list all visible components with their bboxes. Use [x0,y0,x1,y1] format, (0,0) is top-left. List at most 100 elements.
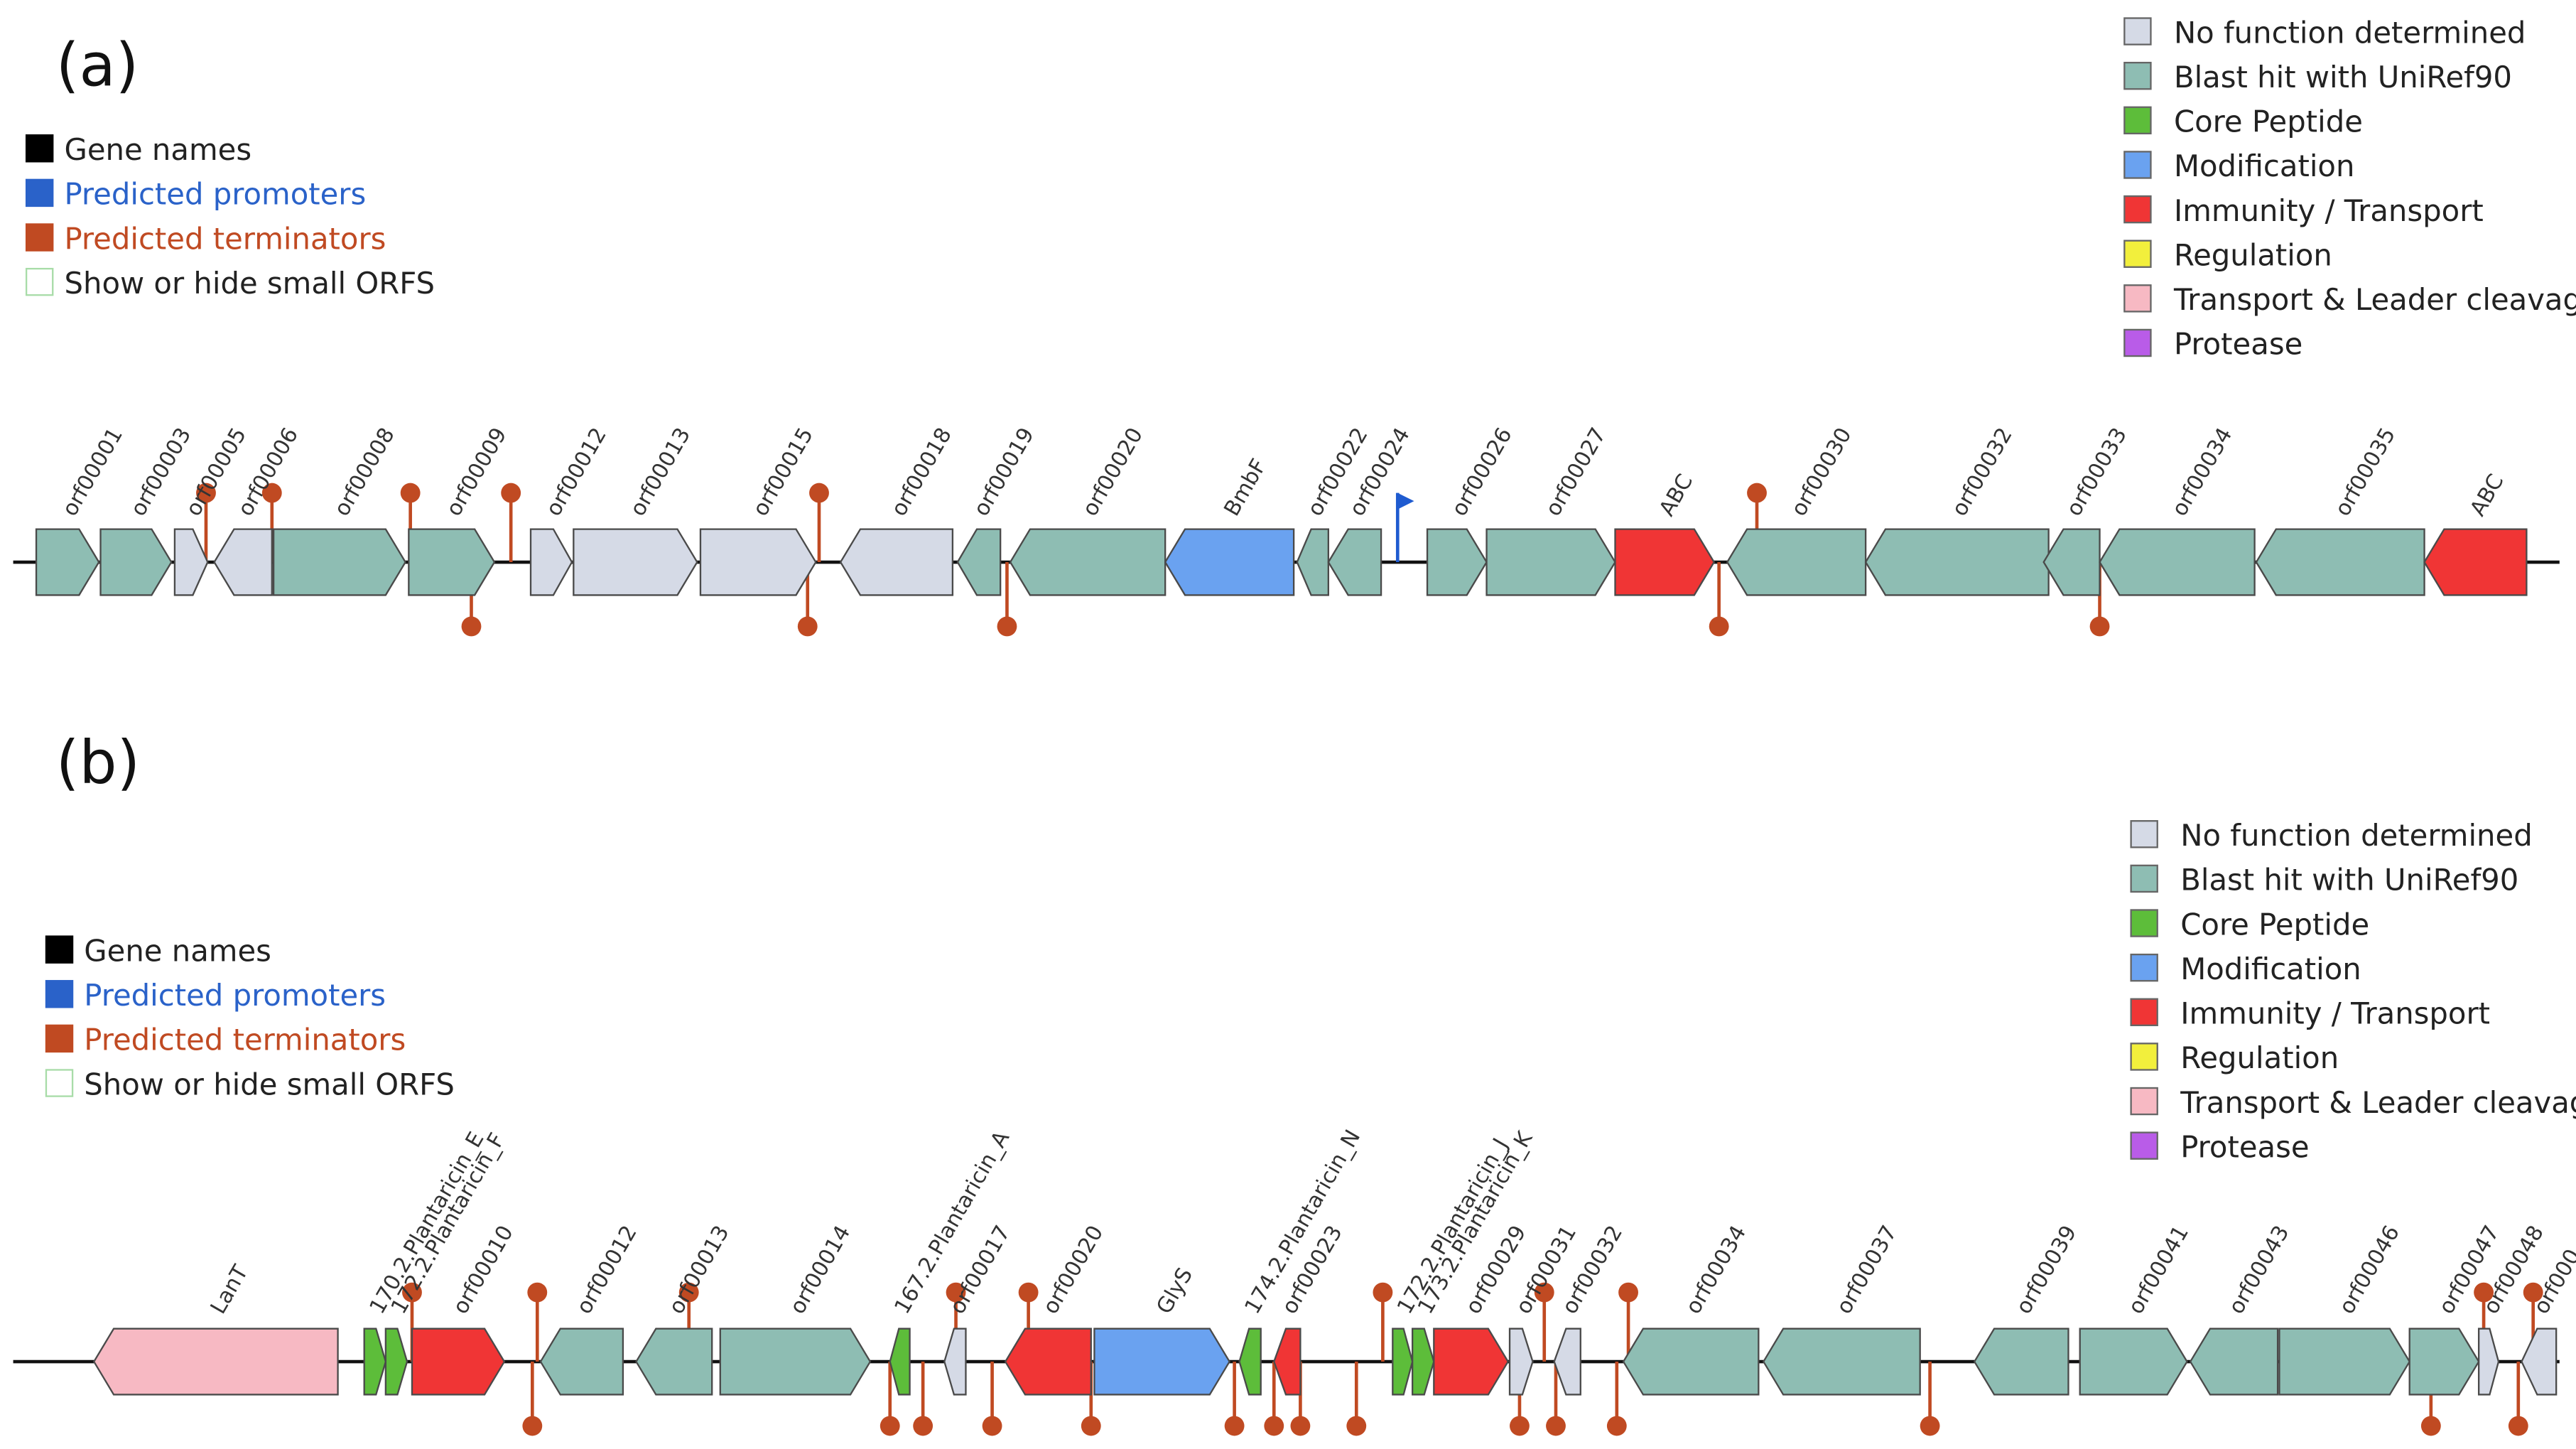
gene-arrow [1327,528,1382,596]
legend-swatch-0 [45,935,74,964]
gene-name-label: orf00014 [785,1222,855,1318]
category-swatch-2 [2130,909,2158,937]
gene-name-label: orf00013 [625,424,696,520]
terminator-marker [527,1282,548,1303]
terminator-marker [997,616,1017,637]
category-swatch-0 [2123,17,2152,45]
gene-arrow [956,528,1002,596]
category-swatch-4 [2130,998,2158,1027]
category-swatch-6 [2123,284,2152,313]
terminator-marker [461,616,482,637]
category-swatch-2 [2123,106,2152,135]
terminator-marker [261,483,282,503]
gene-arrow [35,528,100,596]
gene-arrow [411,1327,506,1396]
gene-name-label: orf00039 [2011,1222,2082,1318]
gene-name-label: orf00046 [2334,1222,2405,1318]
gene-arrow [889,1327,911,1396]
terminator-marker [913,1416,933,1436]
gene-arrow [2278,1327,2411,1396]
gene-name-label: orf00012 [572,1222,642,1318]
terminator-marker [400,483,421,503]
left-legend-label: Predicted promoters [64,177,366,212]
category-swatch-7 [2130,1131,2158,1160]
gene-arrow [573,528,698,596]
gene-name-label: orf00015 [748,424,818,520]
terminator-marker [1290,1416,1311,1436]
gene-name-label: ABC [1655,470,1698,520]
gene-arrow [1762,1327,1921,1396]
legend-swatch-2 [25,223,54,252]
panel-label-b: (b) [56,728,140,797]
category-legend-label: Core Peptide [2174,104,2363,139]
category-swatch-5 [2130,1043,2158,1071]
gene-name-label: orf00034 [1681,1222,1751,1318]
gene-name-label: orf00037 [1831,1222,1902,1318]
gene-arrow [1726,528,1867,596]
gene-arrow [408,528,496,596]
terminator-marker [678,1282,699,1303]
gene-arrow [1553,1327,1581,1396]
category-swatch-0 [2130,820,2158,849]
gene-name-label: orf00035 [2330,424,2401,520]
gene-arrow [1004,1327,1092,1396]
gene-arrow [1273,1327,1301,1396]
gene-arrow [1164,528,1295,596]
gene-arrow [2423,528,2528,596]
gene-arrow [1433,1327,1510,1396]
gene-arrow [363,1327,387,1396]
gene-arrow [699,528,817,596]
gene-arrow [2099,528,2256,596]
category-legend-label: Blast hit with UniRef90 [2180,863,2518,898]
terminator-marker [946,1282,966,1303]
gene-name-label: orf00026 [1447,424,1517,520]
gene-name-label: BmbF [1220,455,1272,520]
gene-name-label: orf00001 [58,424,128,520]
gene-arrow [1973,1327,2069,1396]
category-legend-label: Core Peptide [2180,907,2369,942]
gene-name-label: orf00027 [1541,424,1611,520]
gene-name-label: orf00012 [541,424,612,520]
category-legend-label: Protease [2174,327,2302,362]
terminator-marker [1534,1282,1554,1303]
gene-name-label: orf00010 [448,1222,519,1318]
terminator-marker [1618,1282,1638,1303]
legend-swatch-2 [45,1024,74,1053]
gene-name-label: LanT [206,1261,254,1318]
gene-name-label: GlyS [1152,1264,1198,1318]
gene-arrow [2042,528,2101,596]
terminator-marker [2420,1416,2441,1436]
category-swatch-6 [2130,1087,2158,1116]
terminator-marker [2523,1282,2543,1303]
gene-arrow [1864,528,2050,596]
promoter-flag [1397,492,1414,510]
terminator-marker [2474,1282,2494,1303]
terminator-marker [522,1416,543,1436]
terminator-marker [1709,616,1729,637]
gene-arrow [384,1327,408,1396]
gene-name-label: orf00030 [1787,424,1857,520]
gene-name-label: orf00008 [330,424,400,520]
gene-arrow [2189,1327,2279,1396]
gene-arrow [2408,1327,2480,1396]
gene-name-label: orf00013 [664,1222,735,1318]
category-legend-label: Immunity / Transport [2174,193,2484,228]
gene-arrow [1622,1327,1760,1396]
terminator-marker [982,1416,1002,1436]
gene-name-label: orf00020 [1038,1222,1108,1318]
gene-arrow [635,1327,713,1396]
category-legend-label: Transport & Leader cleavage [2173,282,2576,317]
gene-arrow [1485,528,1616,596]
left-legend-label: Gene names [84,933,271,968]
gene-name-label: 172.2.Plantaricin_F [386,1129,510,1318]
left-legend-label: Gene names [64,132,251,167]
terminator-marker [1346,1416,1367,1436]
category-swatch-1 [2130,864,2158,893]
category-legend-label: Modification [2180,952,2361,986]
terminator-marker [797,616,818,637]
category-legend-label: Blast hit with UniRef90 [2174,60,2512,95]
gene-name-label: orf00034 [2167,424,2237,520]
